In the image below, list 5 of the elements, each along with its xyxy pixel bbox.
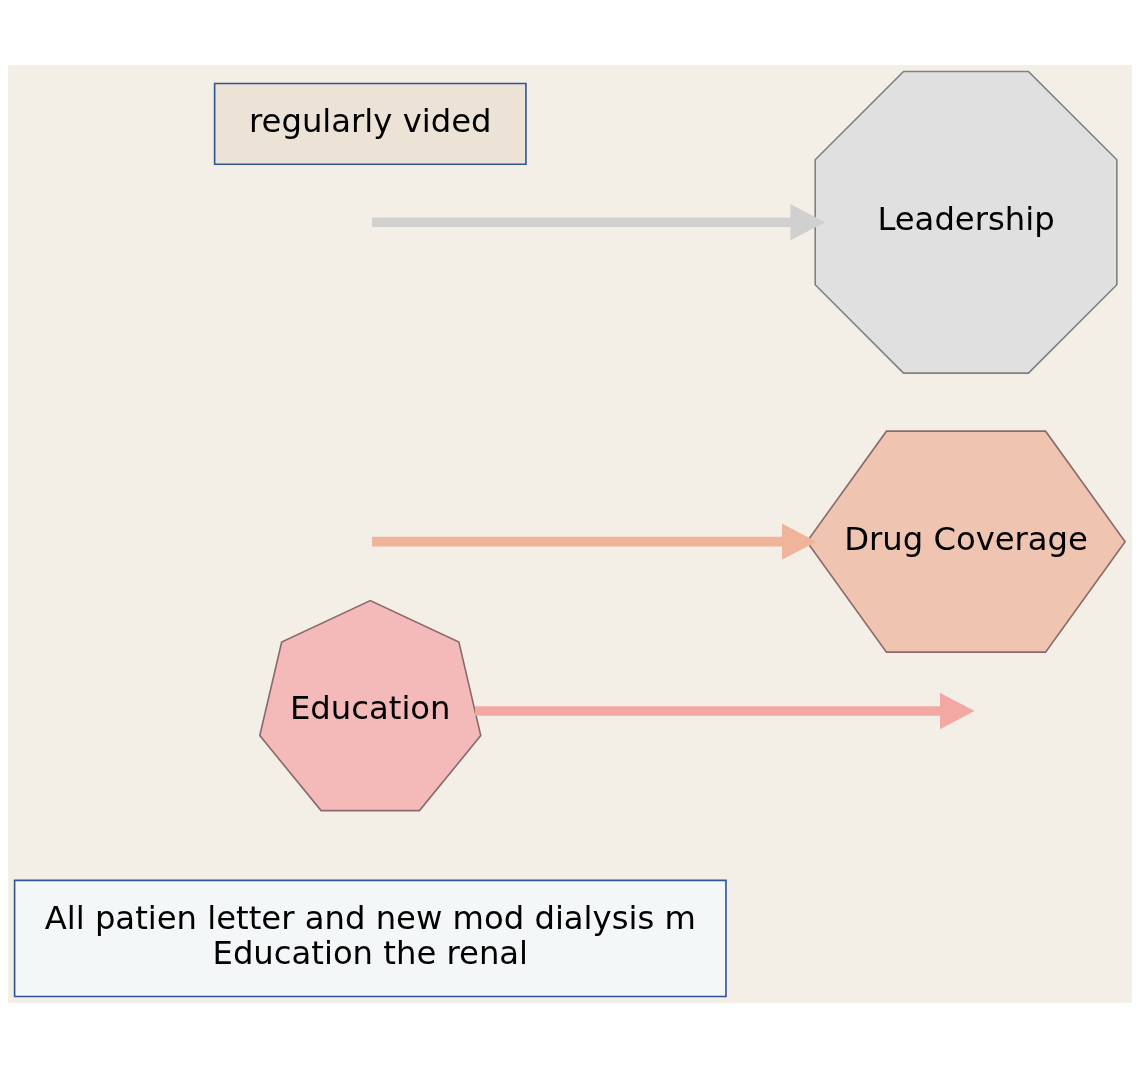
- arrow: [475, 692, 975, 729]
- arrow: [372, 203, 825, 240]
- node-box: All patien letter and new mod dialysis m Education the renal: [13, 879, 727, 997]
- node-box: regularly vided: [213, 82, 527, 165]
- arrow: [372, 523, 817, 560]
